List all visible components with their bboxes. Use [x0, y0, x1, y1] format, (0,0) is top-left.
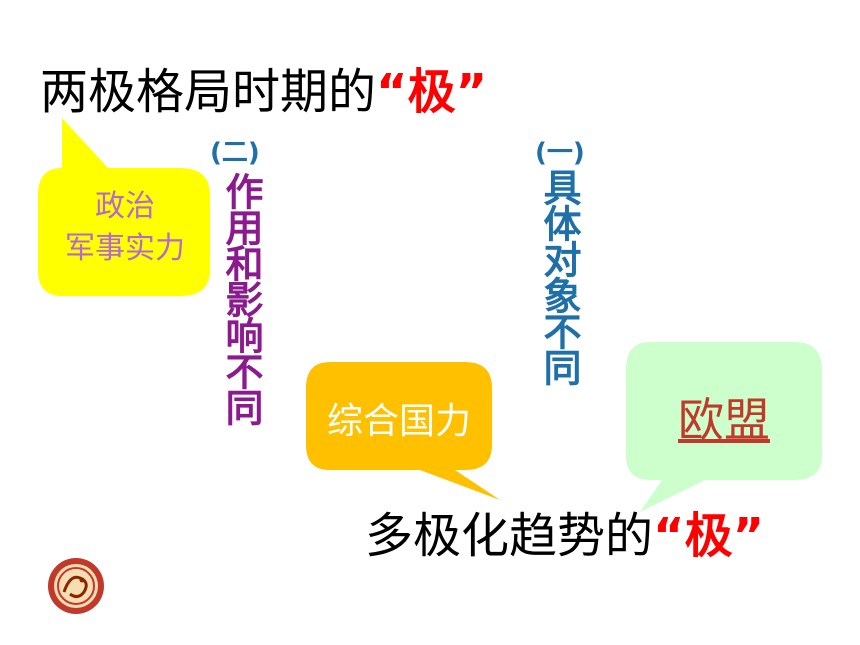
top-title-text: 两极格局时期的: [40, 64, 377, 120]
yellow-bubble: [38, 118, 210, 296]
green-bubble: [626, 342, 822, 512]
yellow-bubble-line2: 军事实力: [65, 231, 185, 266]
top-title-highlight: “极”: [376, 64, 488, 120]
orange-bubble: [306, 362, 500, 500]
orange-bubble-text: 综合国力: [326, 401, 471, 442]
yellow-bubble-text: 政治 军事实力: [40, 186, 210, 270]
top-title: 两极格局时期的“极”: [40, 68, 487, 116]
label-two-number: (二): [210, 138, 260, 168]
bottom-title-highlight: “极”: [653, 508, 765, 564]
label-one-number: (一): [535, 138, 585, 168]
green-bubble-text: 欧盟: [678, 393, 770, 447]
label-two-text: 作用和影响不同: [219, 172, 263, 424]
label-one-text: 具体对象不同: [537, 168, 581, 384]
seal-logo-icon: [48, 558, 104, 614]
bottom-title-text: 多极化趋势的: [365, 508, 654, 564]
bottom-title: 多极化趋势的“极”: [365, 512, 764, 560]
yellow-bubble-line1: 政治: [95, 189, 155, 224]
